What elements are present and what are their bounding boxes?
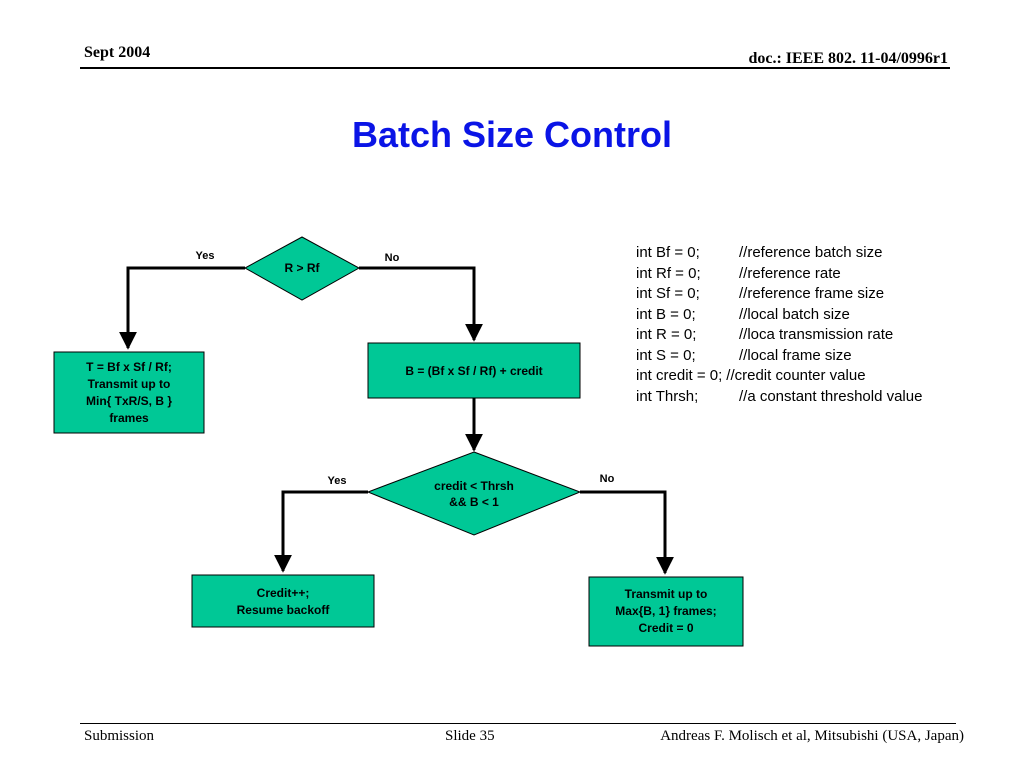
footer-divider	[80, 723, 956, 724]
var-decl: int B = 0;	[636, 305, 696, 323]
var-row: int Thrsh; //a constant threshold value	[636, 387, 922, 408]
box-transmit-min-line-2: Transmit up to	[88, 377, 171, 391]
var-decl: int credit = 0;	[636, 367, 723, 384]
connector-no-2	[580, 490, 674, 575]
var-row: int Rf = 0; //reference rate	[636, 264, 922, 285]
box-transmit-max	[588, 576, 744, 647]
var-decl: int Rf = 0;	[636, 264, 701, 282]
var-comment: //reference rate	[739, 264, 841, 282]
var-comment: //a constant threshold value	[739, 387, 923, 405]
decision-credit-thrsh-line-2: && B < 1	[449, 495, 499, 509]
var-comment: //credit counter value	[726, 367, 866, 384]
header-date: Sept 2004	[84, 44, 151, 61]
variable-declarations: int Bf = 0; //reference batch size int Rf…	[636, 243, 922, 407]
var-comment: //loca transmission rate	[739, 326, 894, 343]
var-decl: int Bf = 0;	[636, 244, 700, 261]
footer-authors: Andreas F. Molisch et al, Mitsubishi (US…	[660, 728, 964, 744]
connectors	[119, 266, 674, 575]
box-credit-increment-line-1: Credit++;	[257, 586, 310, 600]
footer-submission: Submission	[84, 728, 155, 744]
decision-r-gt-rf-label: R > Rf	[284, 261, 320, 275]
decision2-no-label: No	[600, 473, 615, 485]
box-credit-increment-line-2: Resume backoff	[237, 603, 331, 617]
connector-yes-1	[119, 266, 245, 350]
decision-credit-thrsh-line-1: credit < Thrsh	[434, 479, 514, 493]
box-batch-size	[367, 342, 581, 399]
box-transmit-max-line-1: Transmit up to	[625, 587, 708, 601]
box-transmit-max-line-2: Max{B, 1} frames;	[615, 604, 716, 618]
var-row: int Bf = 0; //reference batch size	[636, 243, 922, 264]
var-comment: //reference batch size	[739, 244, 883, 261]
var-decl: int Sf = 0;	[636, 285, 700, 302]
box-transmit-min-line-4: frames	[109, 411, 149, 425]
decision1-yes-label: Yes	[196, 250, 215, 262]
header-divider	[80, 67, 950, 69]
var-comment: //local frame size	[739, 346, 852, 364]
box-transmit-min-line-3: Min{ TxR/S, B }	[86, 394, 172, 408]
var-row: int B = 0; //local batch size	[636, 305, 922, 326]
box-transmit-min-line-1: T = Bf x Sf / Rf;	[86, 360, 172, 374]
var-decl: int R = 0;	[636, 326, 697, 343]
box-transmit-min	[53, 351, 205, 434]
connector-no-1	[359, 266, 483, 342]
var-row: int S = 0; //local frame size	[636, 346, 922, 367]
var-row: int Sf = 0; //reference frame size	[636, 284, 922, 305]
box-credit-increment	[191, 574, 375, 628]
header-doc-id: doc.: IEEE 802. 11-04/0996r1	[748, 50, 948, 67]
decision2-yes-label: Yes	[328, 475, 347, 487]
var-decl: int Thrsh;	[636, 387, 699, 405]
decision1-no-label: No	[385, 252, 400, 264]
box-transmit-max-line-3: Credit = 0	[638, 621, 693, 635]
decision-credit-thrsh	[366, 451, 582, 536]
var-decl: int S = 0;	[636, 346, 696, 364]
decision-r-gt-rf	[243, 236, 361, 301]
var-comment: //local batch size	[739, 305, 850, 323]
var-row: int R = 0; //loca transmission rate	[636, 325, 922, 346]
slide-title: Batch Size Control	[351, 114, 673, 155]
var-comment: //reference frame size	[739, 285, 885, 302]
footer-slide-number: Slide 35	[445, 728, 495, 744]
box-batch-size-label: B = (Bf x Sf / Rf) + credit	[405, 364, 542, 378]
var-row: int credit = 0;//credit counter value	[636, 366, 922, 387]
connector-yes-2	[274, 490, 368, 573]
